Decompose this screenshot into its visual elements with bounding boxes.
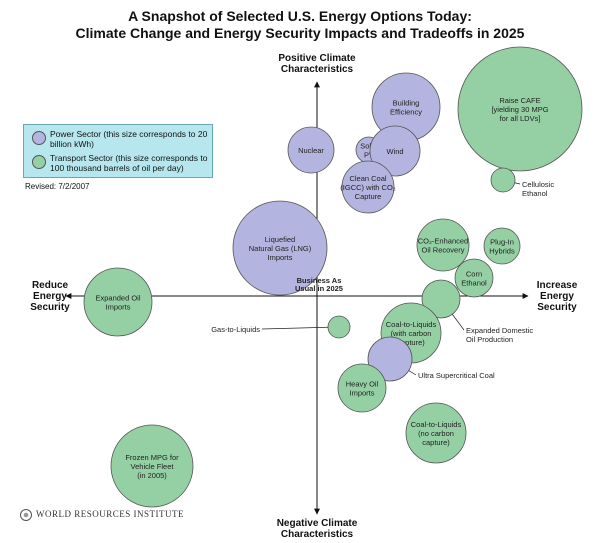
bubble-co-enhanced-oil-recovery xyxy=(416,218,470,272)
chart-title-line2: Climate Change and Energy Security Impac… xyxy=(75,25,525,41)
transport-legend-swatch xyxy=(32,155,46,169)
power-legend-swatch xyxy=(32,131,46,145)
wri-logo-icon xyxy=(20,509,32,521)
bubble-label-nuclear: Nuclear xyxy=(298,146,324,155)
revised-date: Revised: 7/2/2007 xyxy=(25,182,90,191)
bubble-expanded-domestic-oil-production xyxy=(421,279,461,319)
leader-line-ultra-supercritical-coal xyxy=(408,370,417,376)
leader-line-gas-to-liquids xyxy=(261,326,329,330)
bubble-raise-cafe-yielding-30-mpg-for-all-ldvs xyxy=(457,46,583,172)
bubble-coal-to-liquids-no-carbon-capture xyxy=(405,402,467,464)
wri-footer: WORLD RESOURCES INSTITUTE xyxy=(20,509,184,521)
bubble-frozen-mpg-for-vehicle-fleet-in-2005 xyxy=(110,424,194,508)
bubble-label-ultra-supercritical-coal: Ultra Supercritical Coal xyxy=(418,371,495,380)
bubble-cellulosic-ethanol xyxy=(490,167,516,193)
wri-name: WORLD RESOURCES INSTITUTE xyxy=(36,509,184,520)
bubble-ultra-supercritical-coal xyxy=(367,336,413,382)
leader-line-expanded-domestic-oil-production xyxy=(452,314,465,331)
legend: Power Sector (this size corresponds to 2… xyxy=(23,124,213,178)
power-legend-label: Power Sector (this size corresponds to 2… xyxy=(50,129,208,149)
transport-legend-label: Transport Sector (this size corresponds … xyxy=(50,153,208,173)
bubble-expanded-oil-imports xyxy=(83,267,153,337)
bubble-label-wind: Wind xyxy=(386,147,403,156)
bubble-liquefied-natural-gas-lng-imports xyxy=(232,200,328,296)
leader-line-cellulosic-ethanol xyxy=(514,182,521,185)
bubble-clean-coal-igcc-with-co-capture xyxy=(341,160,395,214)
chart-title-line1: A Snapshot of Selected U.S. Energy Optio… xyxy=(128,8,472,24)
bubble-label-gas-to-liquids: Gas-to-Liquids xyxy=(211,325,260,334)
bubble-heavy-oil-imports xyxy=(337,363,387,413)
bubble-gas-to-liquids xyxy=(327,315,351,339)
bubble-wind xyxy=(369,125,421,177)
bubble-corn-ethanol xyxy=(454,258,494,298)
bubble-nuclear xyxy=(287,126,335,174)
bubble-plug-in-hybrids xyxy=(483,227,521,265)
